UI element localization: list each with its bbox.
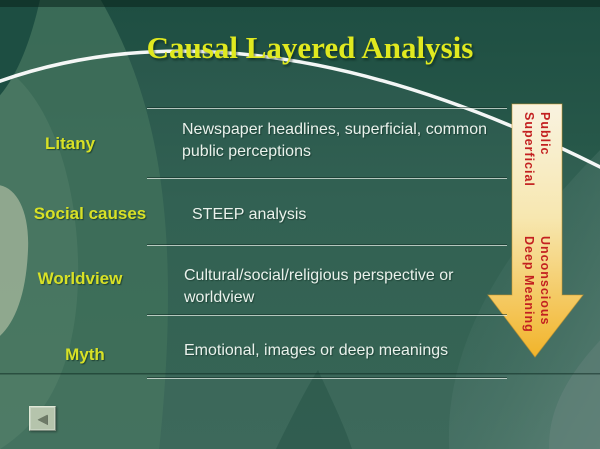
layer-desc-litany: Newspaper headlines, superficial, common…	[182, 121, 488, 160]
layer-label-myth: Myth	[65, 345, 105, 364]
row-divider	[147, 244, 507, 246]
layer-desc-myth: Emotional, images or deep meanings	[184, 342, 449, 359]
arrow-top-label-line2: Superficial	[522, 112, 536, 187]
row-divider	[147, 107, 507, 109]
arrow-bottom-label-line2: Deep Meaning	[522, 236, 536, 333]
row-divider	[147, 177, 507, 179]
arrow-bottom-label-line1: Unconscious	[538, 236, 552, 326]
row-divider	[147, 377, 507, 379]
layer-label-litany: Litany	[44, 134, 96, 153]
slide-title: Causal Layered Analysis	[146, 30, 474, 65]
layer-label-social-causes: Social causes	[33, 204, 147, 223]
back-button[interactable]: ◀	[29, 406, 56, 431]
layer-label-worldview: Worldview	[37, 269, 123, 288]
row-divider	[147, 314, 507, 316]
back-arrow-icon: ◀	[37, 411, 48, 426]
layer-desc-worldview: Cultural/social/religious perspective or…	[184, 267, 454, 306]
layer-desc-social-causes: STEEP analysis	[192, 206, 307, 223]
arrow-top-label-line1: Public	[538, 112, 552, 156]
arrow-top-label: Public Superficial	[521, 112, 553, 217]
arrow-bottom-label: Unconscious Deep Meaning	[521, 236, 553, 361]
